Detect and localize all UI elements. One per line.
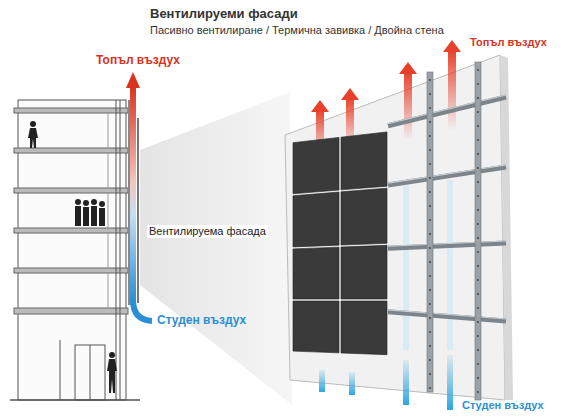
- cold-air-label: Студен въздух: [157, 314, 246, 328]
- support-rails: [388, 62, 506, 400]
- people: [28, 121, 117, 393]
- insulation-wall: [285, 55, 505, 400]
- cold-air-inlet: [133, 300, 152, 321]
- facade-label: Вентилируема фасада: [147, 225, 268, 238]
- projection-wedge: [140, 92, 292, 405]
- air-flow-bar: [130, 86, 136, 300]
- hot-air-label: Топъл въздух: [470, 36, 547, 49]
- title: Вентилируеми фасади: [150, 7, 298, 22]
- facade-cladding: [137, 118, 139, 303]
- wall-edge: [500, 55, 513, 400]
- hot-air-arrowhead: [126, 72, 140, 88]
- building-section: [10, 100, 140, 400]
- subtitle: Пасивно вентилиране / Термична завивка /…: [150, 24, 444, 37]
- hot-air-label: Топъл въздух: [96, 54, 180, 68]
- facade-tiles: [293, 132, 387, 355]
- cold-air-label: Студен въздух: [462, 399, 544, 412]
